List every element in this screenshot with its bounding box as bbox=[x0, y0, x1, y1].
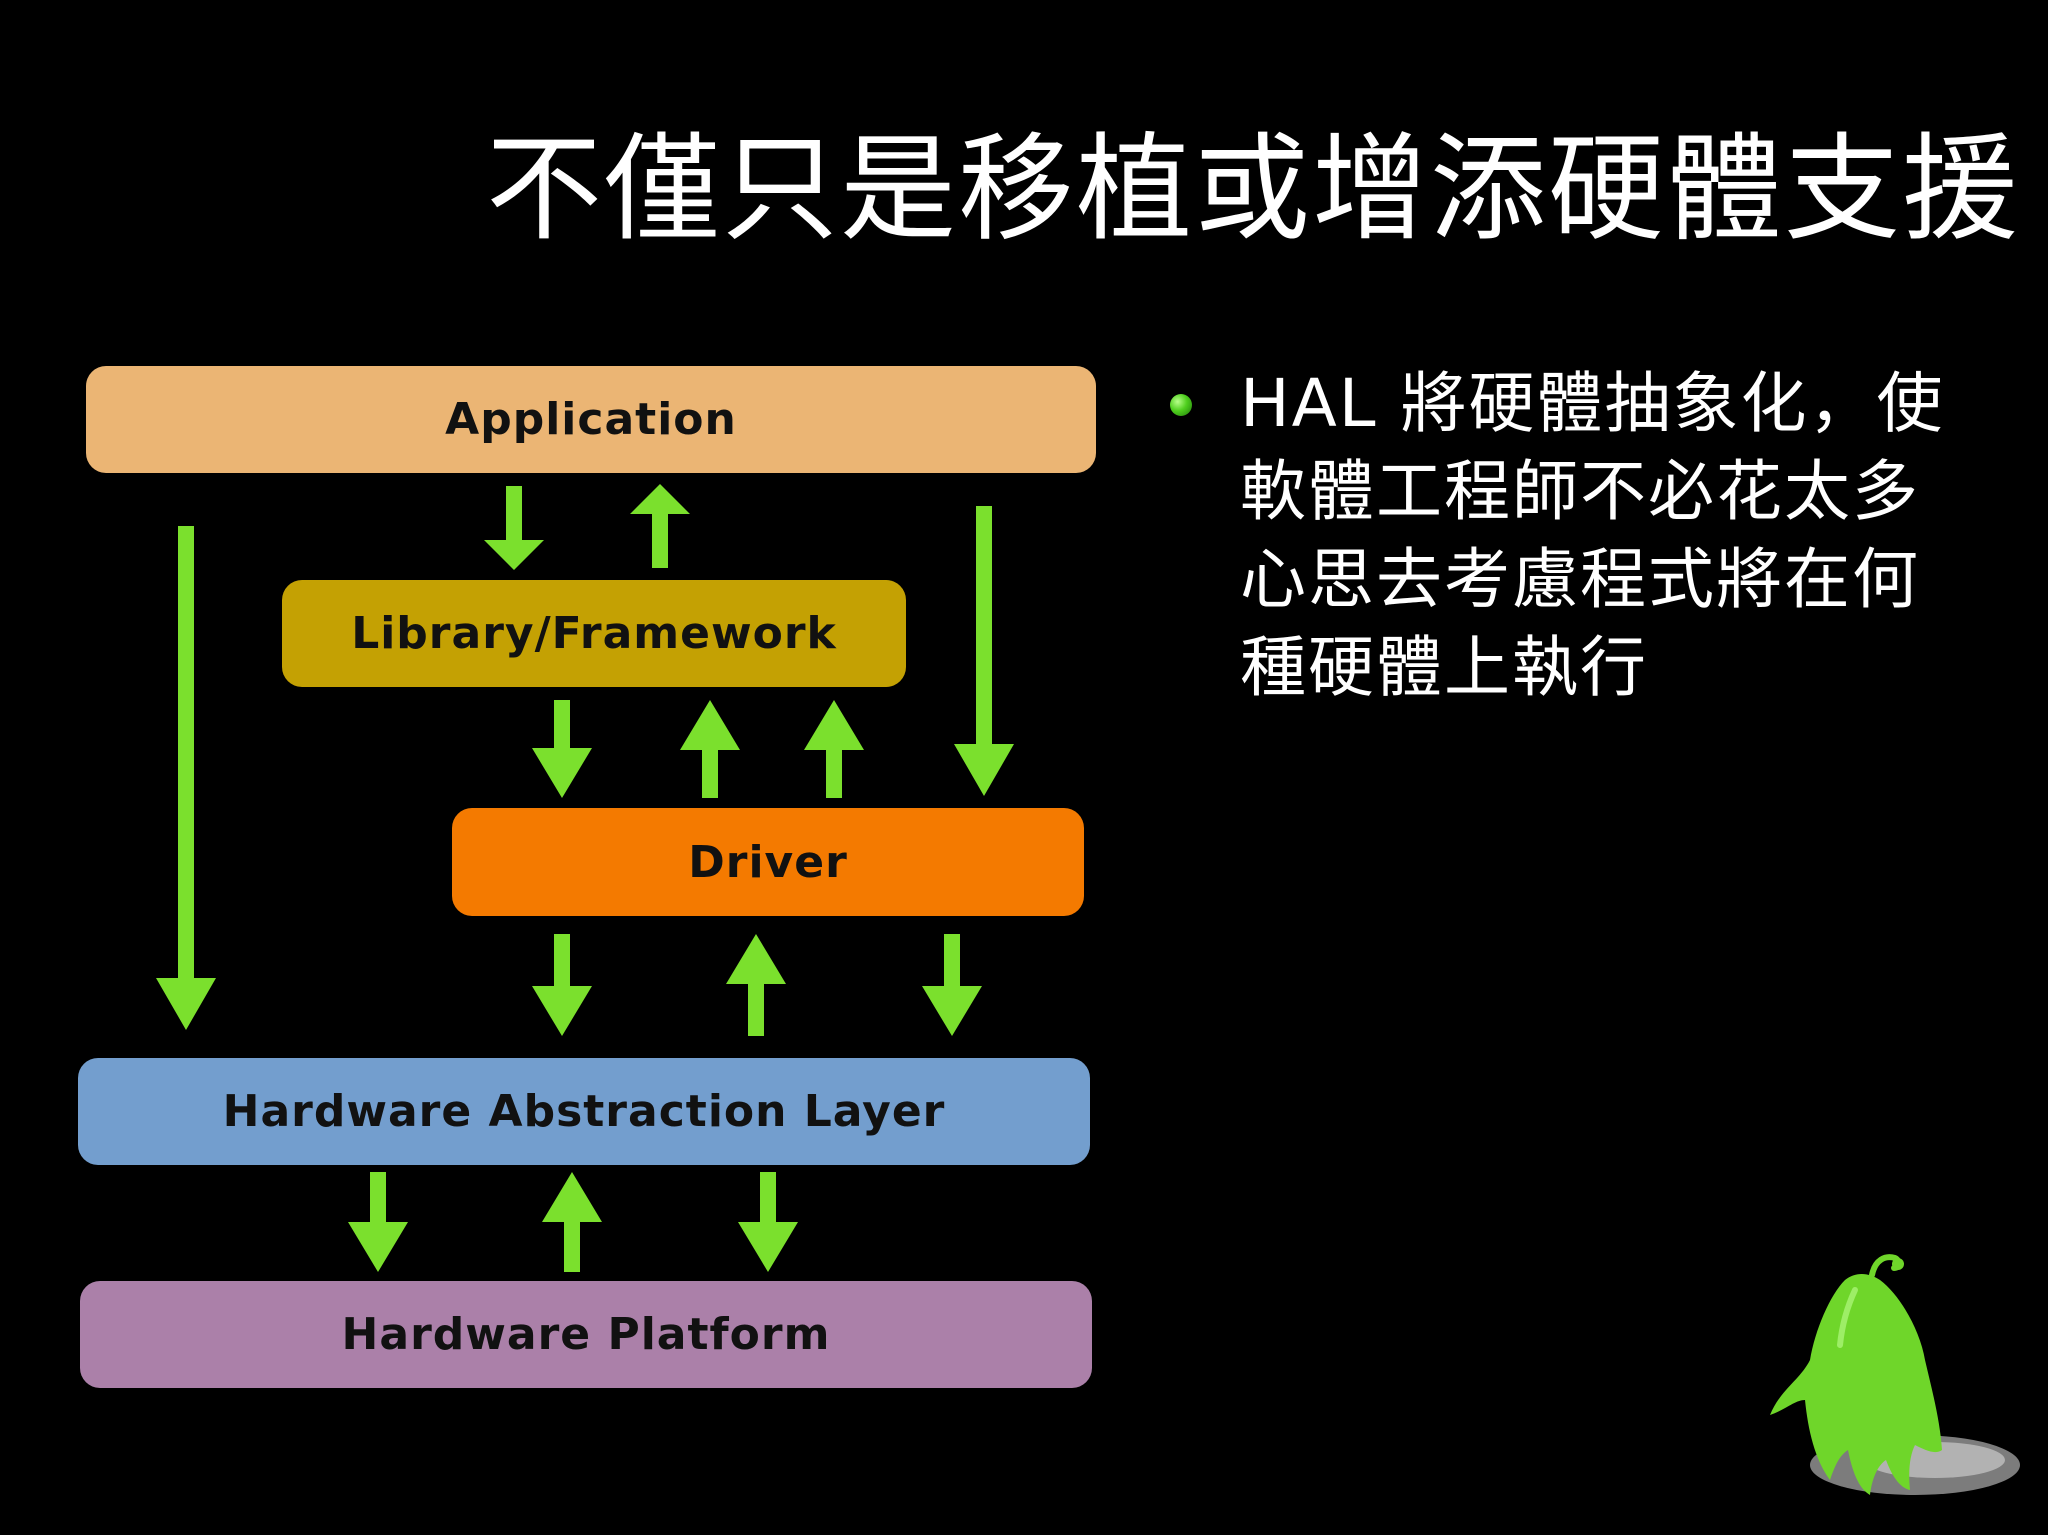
arrow-down-app-to-driver bbox=[954, 506, 1014, 796]
layer-application: Application bbox=[86, 366, 1096, 473]
layer-label-hardware: Hardware Platform bbox=[341, 1309, 831, 1360]
arrow-down-driver-to-hal-2 bbox=[922, 934, 982, 1036]
slide-title: 不僅只是移植或增添硬體支援 bbox=[486, 122, 2020, 257]
arrow-up-lib-to-app bbox=[630, 484, 690, 568]
layer-driver: Driver bbox=[452, 808, 1084, 916]
bullet-text: HAL 將硬體抽象化，使軟體工程師不必花太多心思去考慮程式將在何種硬體上執行 bbox=[1240, 365, 1945, 706]
layer-label-hal: Hardware Abstraction Layer bbox=[222, 1086, 946, 1137]
layer-hardware-platform: Hardware Platform bbox=[80, 1281, 1092, 1388]
layer-label-application: Application bbox=[445, 394, 737, 445]
arrow-up-hal-to-driver bbox=[726, 934, 786, 1036]
green-ghost-mascot-icon bbox=[1770, 1254, 2020, 1495]
arrow-up-hw-to-hal bbox=[542, 1172, 602, 1272]
arrow-down-hal-to-hw-2 bbox=[738, 1172, 798, 1272]
arrow-down-hal-to-hw-1 bbox=[348, 1172, 408, 1272]
layer-label-library: Library/Framework bbox=[351, 608, 837, 659]
layer-library-framework: Library/Framework bbox=[282, 580, 906, 687]
arrow-down-app-to-lib bbox=[484, 486, 544, 570]
arrow-down-driver-to-hal-1 bbox=[532, 934, 592, 1036]
layer-label-driver: Driver bbox=[688, 836, 848, 888]
layer-hardware-abstraction: Hardware Abstraction Layer bbox=[78, 1058, 1090, 1165]
arrow-down-app-to-hal bbox=[156, 526, 216, 1030]
arrow-down-lib-to-driver bbox=[532, 700, 592, 798]
green-sphere-bullet-icon bbox=[1170, 394, 1192, 416]
arrow-up-driver-to-lib-2 bbox=[804, 700, 864, 798]
arrow-up-driver-to-lib-1 bbox=[680, 700, 740, 798]
